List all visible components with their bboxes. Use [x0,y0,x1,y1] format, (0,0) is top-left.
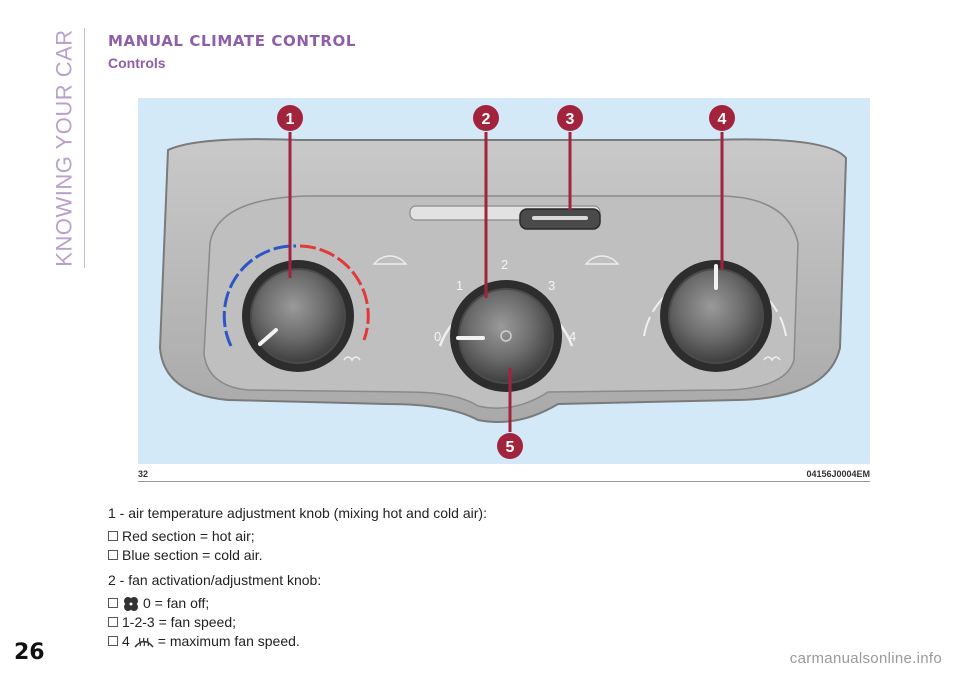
callout-1: 1 [277,105,303,131]
svg-text:5: 5 [506,439,515,456]
body-text: 1 - air temperature adjustment knob (mix… [108,504,868,657]
page-title: MANUAL CLIMATE CONTROL [108,32,357,50]
list-item: 1-2-3 = fan speed; [108,613,868,632]
climate-control-figure: 0 1 2 3 4 1 2 [138,98,870,464]
side-divider [84,28,85,268]
item-2: 2 - fan activation/adjustment knob: 0 = … [108,571,868,651]
callout-4: 4 [709,105,735,131]
car-icon-right [584,255,620,265]
fan-icon [124,596,138,611]
item-1-heading: 1 - air temperature adjustment knob (mix… [108,505,487,521]
fan-scale-0: 0 [434,329,441,344]
fan-scale-4: 4 [569,329,576,344]
checkbox-bullet-icon [108,549,118,560]
list-item: 4 = maximum fan speed. [108,632,868,651]
fan-scale-3: 3 [548,278,555,293]
callout-3: 3 [557,105,583,131]
callout-2: 2 [473,105,499,131]
page-subtitle: Controls [108,55,166,71]
car-icon-left [372,255,408,265]
list-item: 0 = fan off; [108,594,868,613]
distribution-scale [643,275,787,337]
page-number: 26 [14,640,45,665]
defrost-icon-right [763,356,781,362]
figure-number: 32 [138,469,149,479]
item-2-heading: 2 - fan activation/adjustment knob: [108,572,322,588]
svg-text:2: 2 [482,111,491,128]
checkbox-bullet-icon [108,530,118,541]
hot-scale [299,244,370,341]
fan-scale-2: 2 [501,257,508,272]
figure-code: 04156J0004EM [806,469,870,479]
list-item: Red section = hot air; [108,527,868,546]
checkbox-bullet-icon [108,597,118,608]
svg-text:3: 3 [566,111,575,128]
item-1: 1 - air temperature adjustment knob (mix… [108,504,868,565]
fan-scale-1: 1 [456,278,463,293]
cold-scale [222,244,297,347]
checkbox-bullet-icon [108,635,118,646]
section-side-tab: KNOWING YOUR CAR [52,29,78,267]
climate-panel-illustration: 0 1 2 3 4 1 2 [158,105,848,459]
windshield-defrost-icon [134,637,154,647]
watermark: carmanualsonline.info [789,650,942,667]
defrost-icon-left [343,356,361,362]
checkbox-bullet-icon [108,616,118,627]
list-item: Blue section = cold air. [108,546,868,565]
figure-rule [138,481,870,482]
callout-5: 5 [497,433,523,459]
svg-text:1: 1 [286,111,295,128]
svg-text:4: 4 [718,111,727,128]
